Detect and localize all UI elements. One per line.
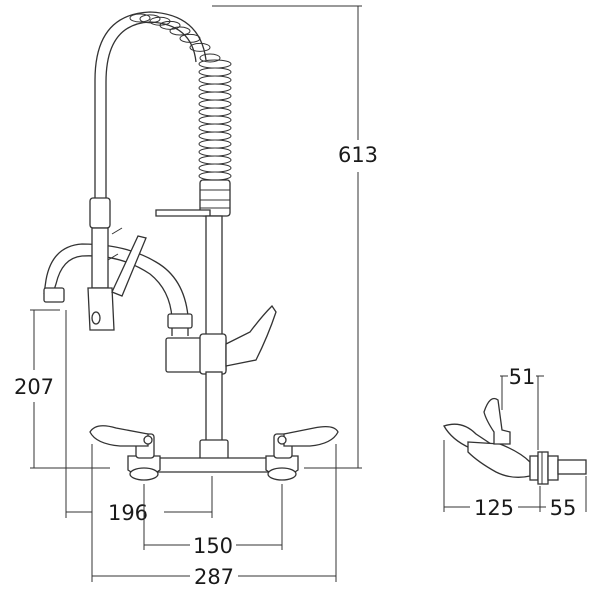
dimension-51: 51 [500, 365, 544, 450]
spring-loop [179, 33, 201, 43]
right-valve [265, 426, 339, 481]
dimension-55: 55 [540, 476, 587, 520]
dim-label-287: 287 [194, 565, 234, 589]
gooseneck-tube [94, 11, 207, 198]
side-tail [557, 459, 587, 475]
dimension-150: 150 [143, 484, 283, 558]
spring-coil [129, 13, 232, 181]
spring-loop [189, 42, 211, 52]
spring-loop [198, 67, 232, 77]
dim-label-207: 207 [14, 375, 54, 399]
spring-loop [198, 91, 232, 101]
riser-pipe [205, 215, 223, 337]
lower-stem [205, 371, 223, 445]
spring-loop [169, 26, 191, 36]
dim-label-196: 196 [108, 501, 148, 525]
spring-loop [198, 155, 232, 165]
swivel-spout [43, 243, 193, 336]
dim-label-150: 150 [193, 534, 233, 558]
dim-label-613: 613 [338, 143, 378, 167]
dimension-613: 613 [212, 5, 378, 469]
spray-gun [87, 197, 147, 331]
spring-loop [139, 14, 161, 24]
spring-loop [198, 115, 232, 125]
spring-loop [159, 20, 181, 30]
pre-rinse-lever [225, 304, 277, 367]
dim-label-51: 51 [509, 365, 536, 389]
spring-loop [198, 107, 232, 117]
spring-loop [198, 99, 232, 109]
spring-loop [198, 75, 232, 85]
side-union [529, 455, 539, 481]
spring-loop [129, 13, 151, 23]
dimension-125: 125 [443, 440, 541, 520]
spring-loop [198, 123, 232, 133]
spring-loop [198, 147, 232, 157]
spring-loop [198, 171, 232, 181]
side-spout [483, 397, 511, 445]
dimension-196: 196 [65, 310, 213, 525]
side-body [467, 441, 531, 478]
dim-label-55: 55 [550, 496, 577, 520]
dimension-207: 207 [14, 309, 110, 469]
spring-loop [198, 139, 232, 149]
hook-bracket [155, 209, 211, 217]
spring-loop [198, 163, 232, 173]
mixer-cap [199, 333, 227, 375]
front-view: 613 207 196 150 [14, 5, 378, 589]
dimension-287: 287 [91, 444, 337, 589]
spring-loop [198, 131, 232, 141]
side-view: 51 125 55 [443, 365, 587, 520]
spring-loop [198, 83, 232, 93]
spring-loop [199, 53, 221, 63]
dim-label-125: 125 [474, 496, 514, 520]
left-valve [89, 425, 161, 481]
